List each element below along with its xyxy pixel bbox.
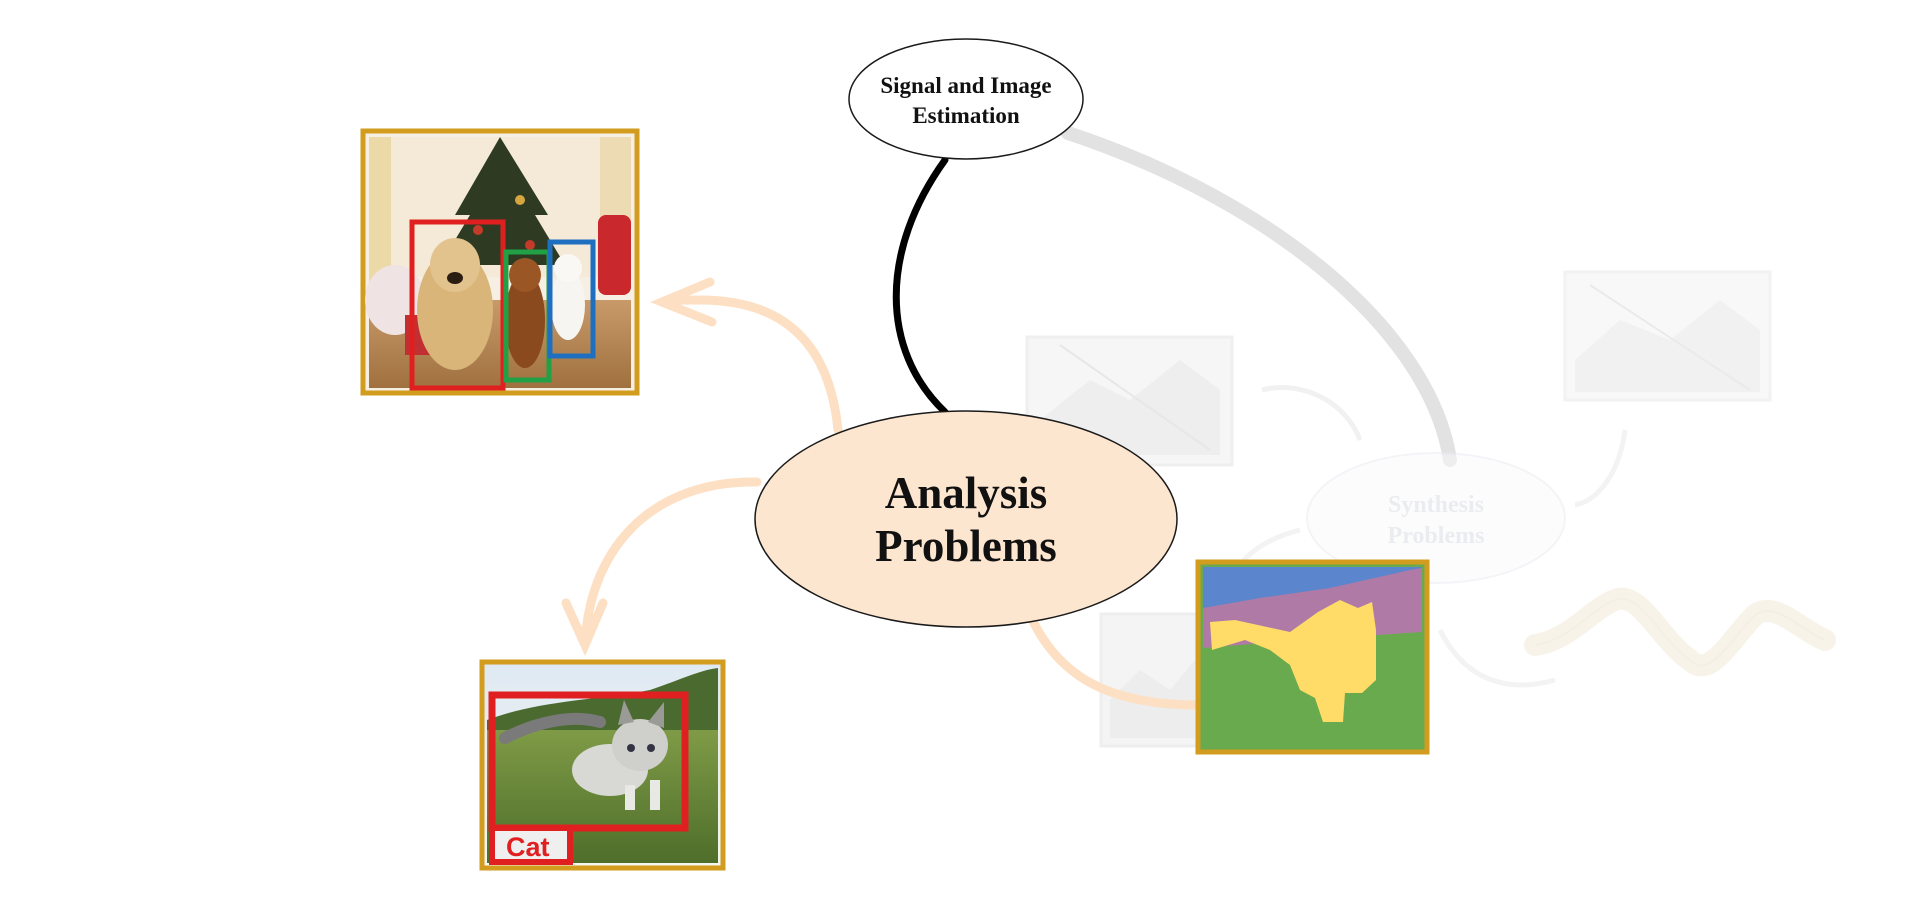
analysis-problems-node[interactable]: Analysis Problems [754,410,1178,628]
arrow-analysis-to-kitten [561,477,762,657]
detection-box-red [409,219,506,391]
classification-box [488,691,689,832]
faded-arrow-2 [1574,429,1628,508]
faded-arrow-3 [1437,628,1556,688]
faded-waveform [1524,587,1836,677]
analysis-label-line2: Problems [875,521,1057,571]
estimation-label-line2: Estimation [912,103,1020,128]
analysis-label-line1: Analysis [885,468,1048,518]
synthesis-label-line2: Problems [1388,523,1485,549]
synthesis-node[interactable]: Synthesis Problems [1306,452,1566,584]
arrow-analysis-to-segmentation [1025,610,1203,710]
object-detection-image [360,128,640,396]
estimation-label-line1: Signal and Image [880,73,1051,98]
edge-estimation-to-analysis [892,156,949,416]
faded-image-city-2 [1563,270,1772,402]
kitten-classification-image: Cat [479,659,726,871]
segmentation-image [1195,559,1430,755]
faded-arrow-1 [1261,384,1363,441]
seg-cat [1210,600,1376,722]
detection-box-blue [547,239,596,359]
arrow-analysis-to-detection [650,277,843,435]
synthesis-label-line1: Synthesis [1388,492,1484,518]
faded-edge-top-to-synthesis [1061,126,1457,467]
signal-image-estimation-node[interactable]: Signal and Image Estimation [848,38,1084,160]
cat-label-badge [489,825,573,865]
faded-image-city-3 [1099,612,1203,748]
cat-label-text: Cat [506,832,550,862]
